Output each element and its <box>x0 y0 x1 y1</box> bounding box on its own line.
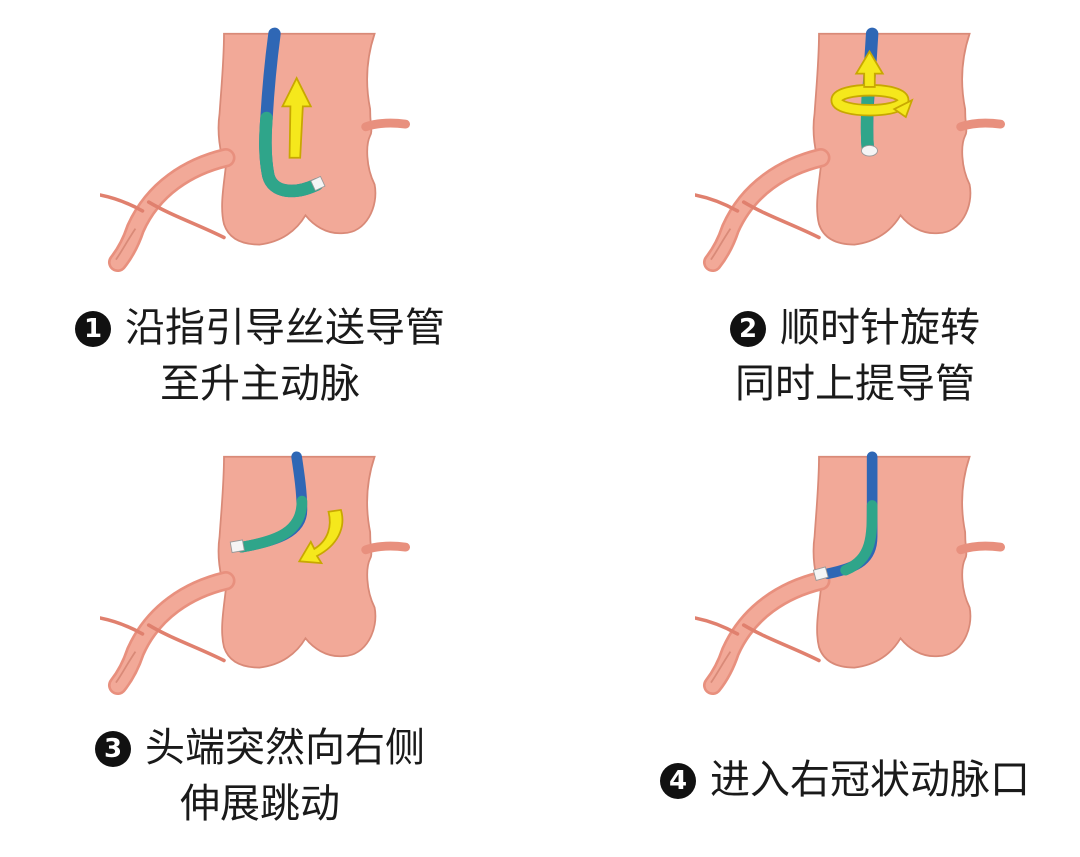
curved-down-arrow-icon <box>297 508 344 565</box>
step-3-line2: 伸展跳动 <box>180 781 340 827</box>
step-4-caption: 4 进入右冠状动脉口 <box>625 752 1065 808</box>
rotate-arrow-icon <box>830 49 914 119</box>
step-1-illustration <box>100 12 410 277</box>
step-3-caption: 3 头端突然向右侧 伸展跳动 <box>60 720 460 832</box>
step-2-line1: 顺时针旋转 <box>780 305 980 351</box>
step-1-caption: 1 沿指引导丝送导管 至升主动脉 <box>45 300 475 412</box>
up-arrow-icon <box>281 76 313 159</box>
step-3-illustration <box>100 435 410 700</box>
step-1-line2: 至升主动脉 <box>160 361 360 407</box>
step-2-line2: 同时上提导管 <box>735 361 975 407</box>
step-2-caption: 2 顺时针旋转 同时上提导管 <box>700 300 1010 412</box>
step-3-line1: 头端突然向右侧 <box>145 725 425 771</box>
step-4-line1: 进入右冠状动脉口 <box>710 757 1030 803</box>
step-number-badge: 4 <box>660 763 696 799</box>
step-number-badge: 3 <box>95 731 131 767</box>
step-4-illustration <box>695 435 1005 700</box>
step-1-line1: 沿指引导丝送导管 <box>125 305 445 351</box>
step-2-illustration <box>695 12 1005 277</box>
step-number-badge: 1 <box>75 311 111 347</box>
step-number-badge: 2 <box>730 311 766 347</box>
